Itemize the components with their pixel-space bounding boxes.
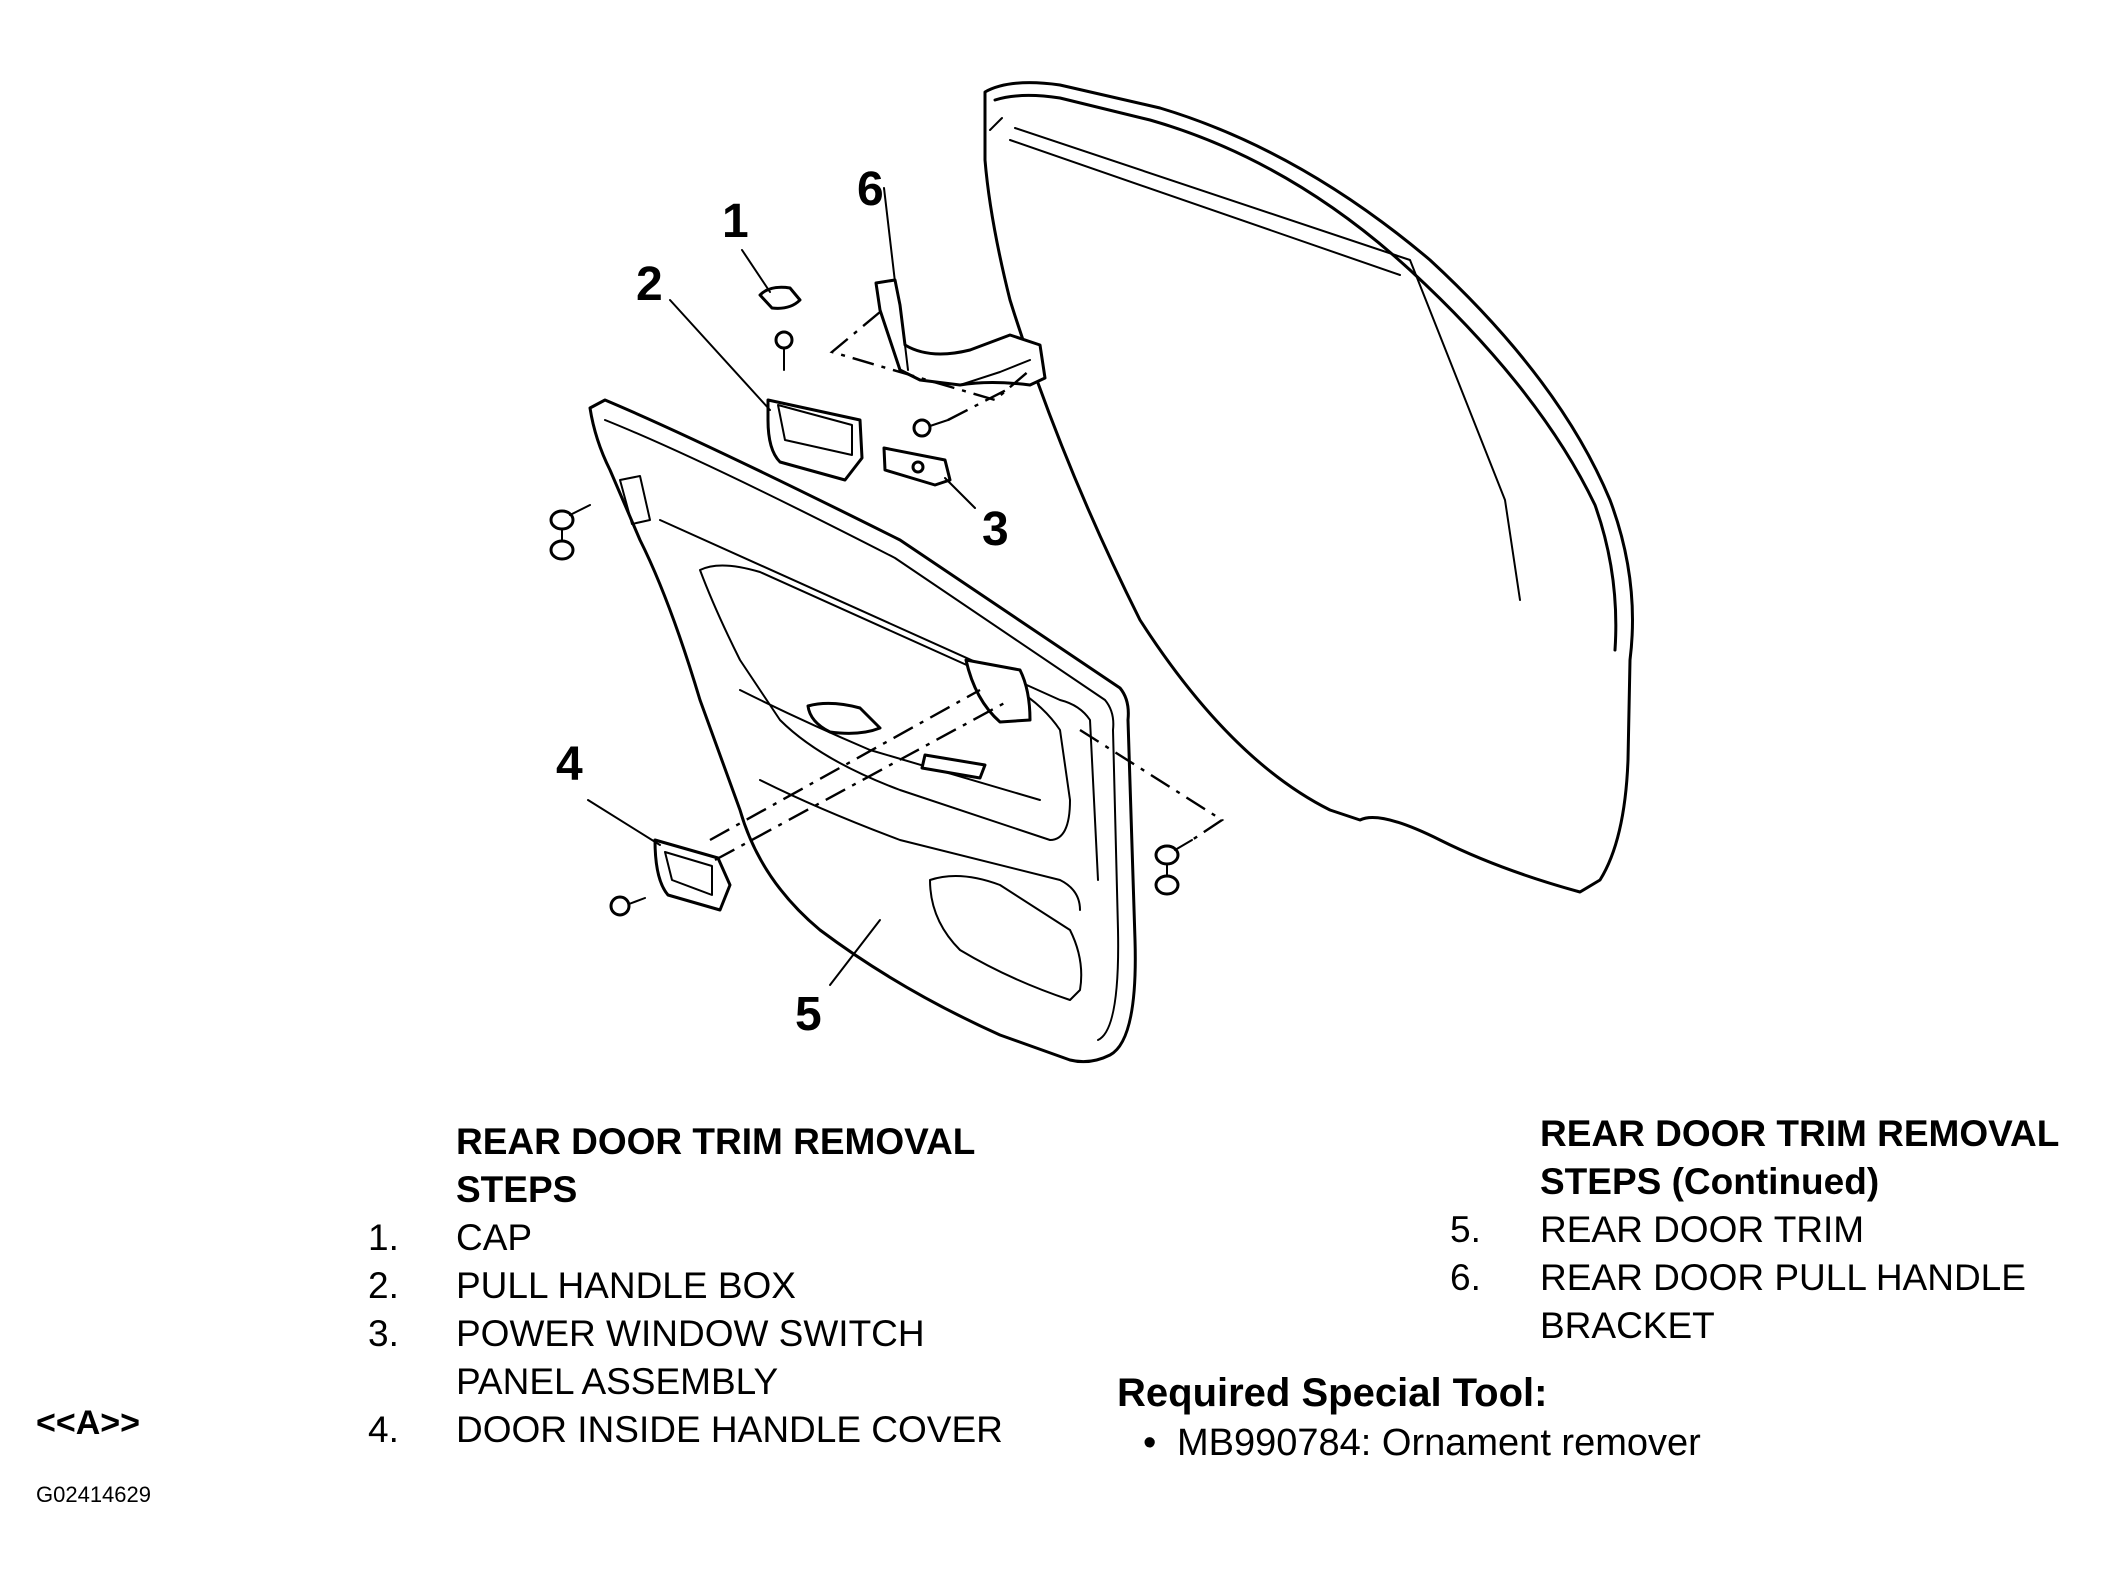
- leader-lines: [587, 187, 976, 986]
- removal-steps-heading: REAR DOOR TRIM REMOVAL STEPS: [456, 1121, 976, 1210]
- bullet-icon: •: [1143, 1422, 1157, 1464]
- pull-handle-bracket: [874, 278, 1047, 387]
- removal-steps-list: REAR DOOR TRIM REMOVAL STEPS 1. CAP 2. P…: [368, 1118, 1096, 1454]
- special-tool-title: Required Special Tool:: [1117, 1371, 1548, 1415]
- step-item: 4. DOOR INSIDE HANDLE COVER: [368, 1409, 1003, 1450]
- cap-screw: [774, 330, 794, 371]
- special-tool-section: Required Special Tool: •MB990784: Orname…: [1117, 1368, 1897, 1468]
- callout-1: 1: [722, 195, 749, 248]
- callout-5: 5: [795, 988, 822, 1041]
- removal-steps-continued-heading: REAR DOOR TRIM REMOVAL STEPS (Continued): [1540, 1113, 2060, 1202]
- removal-steps-continued-list: REAR DOOR TRIM REMOVAL STEPS (Continued)…: [1450, 1110, 2120, 1350]
- figure-id: G02414629: [36, 1482, 151, 1507]
- step-item: 3. POWER WINDOW SWITCH: [368, 1313, 925, 1354]
- pull-handle-box: [766, 398, 864, 482]
- door-frame: [983, 81, 1634, 894]
- callout-4: 4: [556, 738, 583, 791]
- step-item-continuation: BRACKET: [1540, 1305, 1715, 1346]
- callout-6: 6: [857, 163, 884, 216]
- power-window-switch-panel: [882, 446, 952, 487]
- reference-mark: <<A>>: [36, 1404, 140, 1442]
- door-inside-handle-cover: [653, 838, 732, 912]
- step-item: 2. PULL HANDLE BOX: [368, 1265, 796, 1306]
- step-item: 6. REAR DOOR PULL HANDLE: [1450, 1257, 2026, 1298]
- rear-door-trim-panel: [588, 398, 1137, 1064]
- cap: [758, 285, 802, 310]
- bracket-screw: [912, 418, 949, 438]
- step-item-continuation: PANEL ASSEMBLY: [456, 1361, 779, 1402]
- assembly-dashed-lines: [709, 311, 1225, 862]
- special-tool-item: •MB990784: Ornament remover: [1117, 1418, 1897, 1468]
- handle-cover-screw: [609, 895, 646, 917]
- trim-clip-upper: [549, 504, 591, 561]
- step-item: 1. CAP: [368, 1217, 533, 1258]
- callout-3: 3: [982, 503, 1009, 556]
- step-item: 5. REAR DOOR TRIM: [1450, 1209, 1865, 1250]
- callout-2: 2: [636, 258, 663, 311]
- trim-clip-lower: [1154, 839, 1193, 896]
